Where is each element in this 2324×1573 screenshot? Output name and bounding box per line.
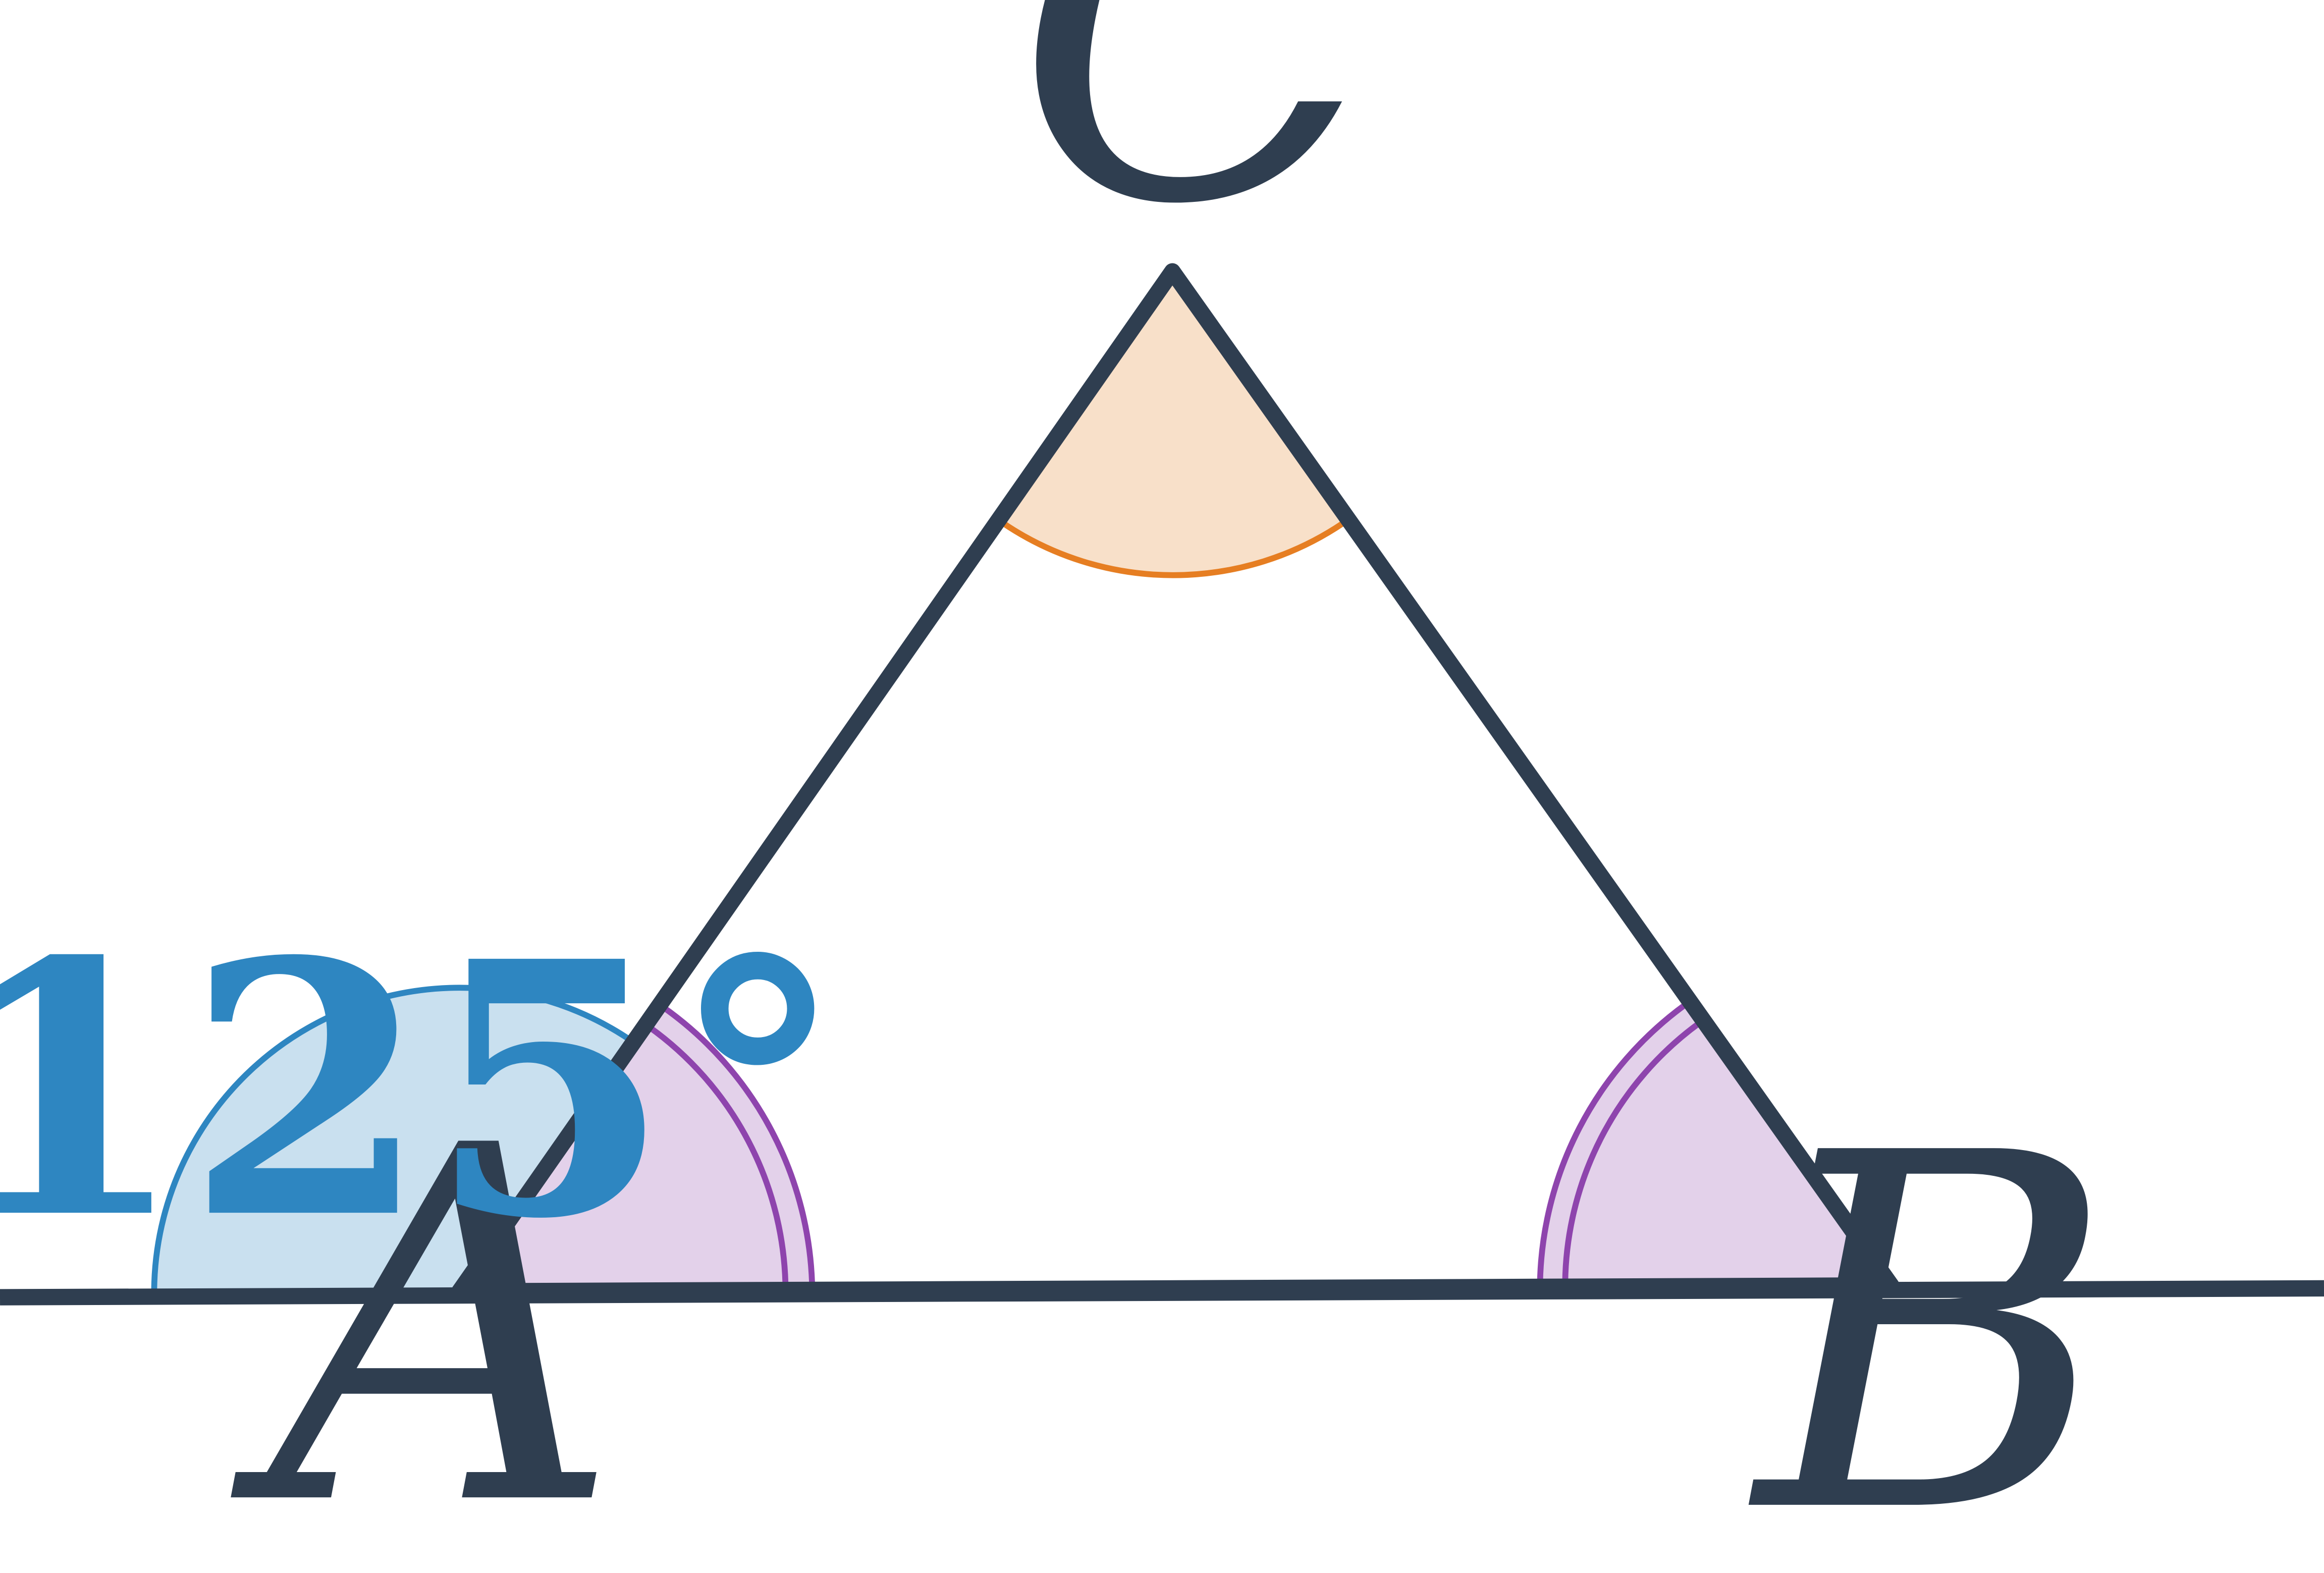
vertex-label-a: A (230, 1043, 621, 1573)
angle-c-sector (1002, 271, 1344, 576)
exterior-angle-label: 125° (0, 886, 845, 1295)
angle-c-arc (1001, 521, 1345, 578)
angle-b-sector (1540, 1001, 1891, 1287)
angle-b-arc-inner (1562, 1019, 1703, 1287)
angle-a-arc-outer (661, 1004, 816, 1290)
exterior-angle-arc (151, 985, 633, 1291)
angle-a-arc-inner (646, 1023, 789, 1290)
vertex-label-b: B (1748, 1051, 2115, 1573)
exterior-angle-sector (154, 988, 632, 1291)
angle-a-sector (459, 1005, 813, 1291)
angle-b-arc-outer (1537, 1001, 1689, 1287)
vertex-label-c: C (1013, 0, 1388, 311)
triangle-outline (451, 263, 1900, 1299)
